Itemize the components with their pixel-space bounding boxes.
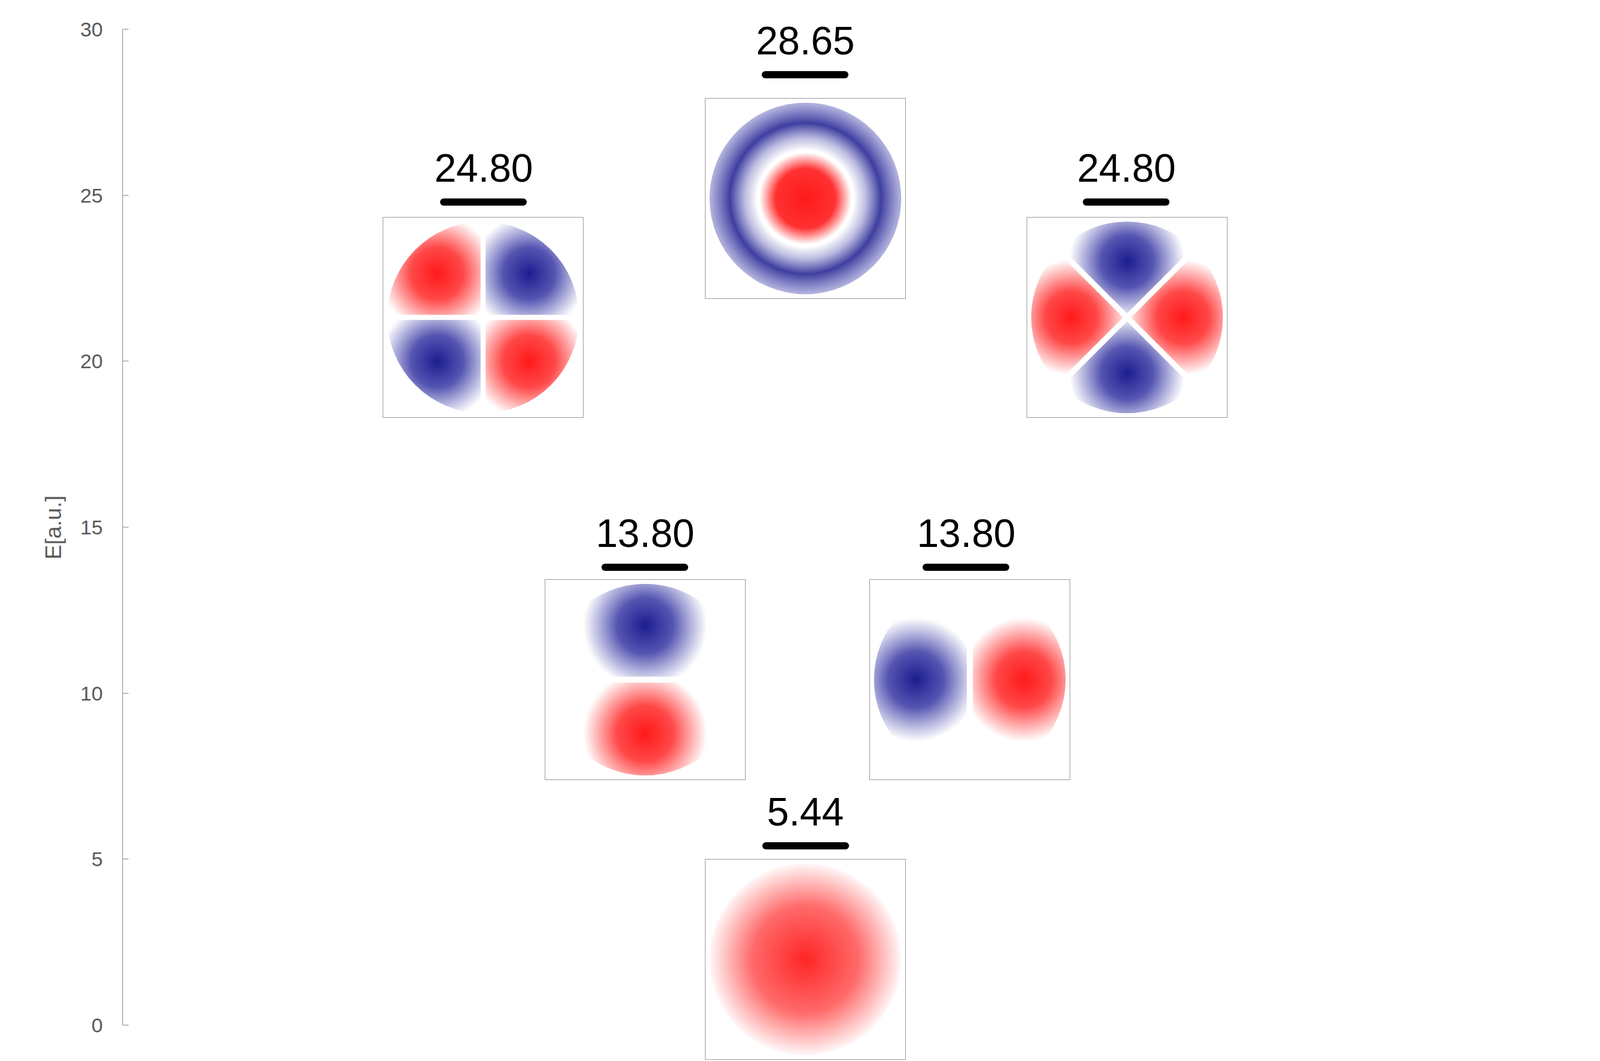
tick-label: 20 xyxy=(80,350,103,372)
orbital-image xyxy=(1026,217,1228,418)
level-bar xyxy=(761,71,849,79)
orbital-disc xyxy=(705,859,906,1060)
energy-value: 24.80 xyxy=(1074,148,1178,188)
energy-value: 13.80 xyxy=(593,513,697,554)
orbital-image xyxy=(382,217,584,418)
axis-title: E[a.u.] xyxy=(41,495,64,560)
level-bar xyxy=(601,563,689,572)
tick-label: 15 xyxy=(80,517,103,538)
orbital-ring xyxy=(705,98,906,299)
energy-value: 5.44 xyxy=(759,792,852,832)
orbital-lobes xyxy=(869,579,1070,780)
level-bar xyxy=(922,563,1010,572)
energy-level: 28.65 xyxy=(753,20,857,79)
level-bar xyxy=(440,198,527,206)
tick-label: 5 xyxy=(91,849,103,870)
energy-level: 13.80 xyxy=(914,513,1018,572)
tick-label: 0 xyxy=(91,1015,103,1036)
tick-label: 10 xyxy=(80,683,103,704)
energy-value: 28.65 xyxy=(753,20,857,61)
orbital-quad xyxy=(383,217,583,418)
orbital-image xyxy=(544,579,746,781)
energy-level: 24.80 xyxy=(431,148,536,206)
orbital-image xyxy=(704,98,906,299)
orbital-image xyxy=(869,579,1071,781)
energy-level: 5.44 xyxy=(759,792,852,850)
tick-label: 25 xyxy=(80,185,103,206)
energy-level: 24.80 xyxy=(1074,148,1178,206)
orbital-lobes xyxy=(545,579,745,780)
energy-value: 13.80 xyxy=(914,513,1018,554)
energy-value: 24.80 xyxy=(431,148,536,188)
tick-label: 30 xyxy=(80,19,103,40)
orbital-image xyxy=(704,859,906,1061)
energy-level: 13.80 xyxy=(593,513,697,572)
level-bar xyxy=(762,842,850,850)
level-bar xyxy=(1082,198,1170,206)
orbital-diag xyxy=(1027,217,1227,418)
